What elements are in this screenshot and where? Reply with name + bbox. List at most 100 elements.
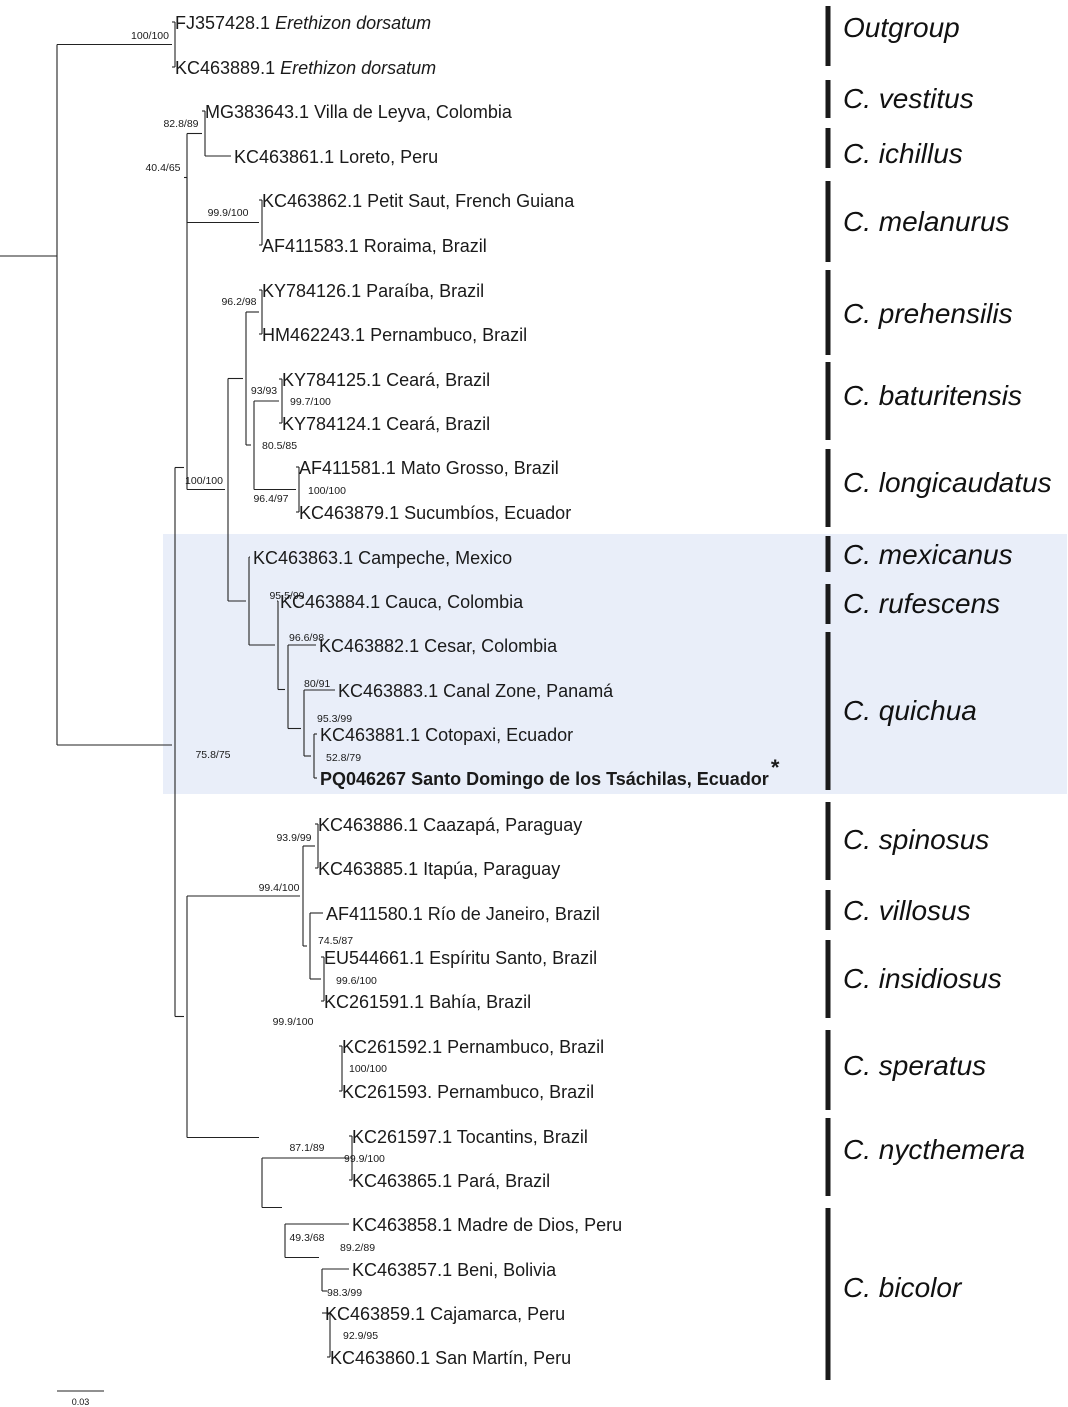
support-value-baturitensis: 99.7/100 [290, 396, 331, 408]
clade-name: C. bicolor [843, 1272, 963, 1303]
tip-locality: Beni, Bolivia [457, 1260, 557, 1280]
tip-locality: Cotopaxi, Ecuador [425, 725, 573, 745]
support-value-spinosus: 93.9/99 [276, 832, 311, 844]
tip-locality: Cajamarca, Peru [430, 1304, 565, 1324]
tip-locality: Pará, Brazil [457, 1171, 550, 1191]
tip-locality: Ceará, Brazil [386, 414, 490, 434]
support-value-melanurus: 99.9/100 [208, 207, 249, 219]
clade-name: C. longicaudatus [843, 467, 1052, 498]
tip-label: KC463886.1 Caazapá, Paraguay [318, 815, 582, 835]
tip-locality: Sucumbíos, Ecuador [404, 503, 571, 523]
tip-locality: Pernambuco, Brazil [447, 1037, 604, 1057]
tip-label: KC463865.1 Pará, Brazil [352, 1171, 550, 1191]
support-value-atlantic: 75.8/75 [195, 749, 230, 761]
scale-bar: 0.03 [57, 1390, 104, 1407]
clade-name: C. rufescens [843, 588, 1000, 619]
support-value-longicaudatus_inner: 100/100 [308, 485, 346, 497]
tip-locality: Cauca, Colombia [385, 592, 524, 612]
tip-label: KC463861.1 Loreto, Peru [234, 147, 438, 167]
tip-accession: EU544661.1 [324, 948, 429, 968]
tip-locality: Canal Zone, Panamá [443, 681, 614, 701]
tip-locality: Roraima, Brazil [364, 236, 487, 256]
clade-bars: Outgroup C. vestitus C. ichillus C. melanur… [825, 6, 1052, 1380]
tip-accession: HM462243.1 [262, 325, 370, 345]
support-value-vestitus_ichillus: 82.8/89 [163, 118, 198, 130]
tip-accession: FJ357428.1 [175, 13, 275, 33]
tip-accession: KC463857.1 [352, 1260, 457, 1280]
tip-label: KC261592.1 Pernambuco, Brazil [342, 1037, 604, 1057]
support-value-bicolor_c: 92.9/95 [343, 1330, 378, 1342]
tip-locality: Tocantins, Brazil [457, 1127, 588, 1147]
tip-accession: KC463858.1 [352, 1215, 457, 1235]
tip-label: KC261597.1 Tocantins, Brazil [352, 1127, 588, 1147]
support-value-villosus_insidiosus: 74.5/87 [318, 935, 353, 947]
tip-locality: Río de Janeiro, Brazil [428, 904, 600, 924]
tip-label: AF411580.1 Río de Janeiro, Brazil [326, 904, 600, 924]
tip-label: KC463884.1 Cauca, Colombia [280, 592, 524, 612]
clade-name: C. ichillus [843, 138, 963, 169]
support-value-bicolor: 49.3/68 [289, 1232, 324, 1244]
support-value-canal_group: 80/91 [304, 678, 330, 690]
tip-accession: KC463865.1 [352, 1171, 457, 1191]
tip-locality: Loreto, Peru [339, 147, 438, 167]
scale-bar-label: 0.03 [72, 1397, 90, 1407]
clade-name: C. baturitensis [843, 380, 1022, 411]
tip-label: KY784126.1 Paraíba, Brazil [262, 281, 484, 301]
support-value-baturitensis_long: 93/93 [251, 385, 277, 397]
tip-accession: KC463859.1 [325, 1304, 430, 1324]
new-sequence-asterisk: * [771, 755, 780, 780]
tip-labels: FJ357428.1 Erethizon dorsatumKC463889.1 … [175, 13, 780, 1368]
tip-label: HM462243.1 Pernambuco, Brazil [262, 325, 527, 345]
tip-accession: PQ046267 [320, 769, 411, 789]
support-value-quichua: 96.6/98 [289, 632, 324, 644]
tip-locality: Ceará, Brazil [386, 370, 490, 390]
tip-accession: KY784124.1 [282, 414, 386, 434]
tip-accession: KC463884.1 [280, 592, 385, 612]
tip-accession: KC261591.1 [324, 992, 429, 1012]
support-value-speratus: 100/100 [349, 1063, 387, 1075]
support-value-bat_long_inner: 80.5/85 [262, 440, 297, 452]
clade-name: Outgroup [843, 12, 960, 43]
support-value-bicolor_a: 89.2/89 [340, 1242, 375, 1254]
clade-name: C. insidiosus [843, 963, 1002, 994]
support-value-insidiosus: 99.6/100 [336, 975, 377, 987]
tip-label: KC261593. Pernambuco, Brazil [342, 1082, 594, 1102]
tip-accession: KC463879.1 [299, 503, 404, 523]
tip-label: AF411583.1 Roraima, Brazil [262, 236, 487, 256]
tip-locality: Santo Domingo de los Tsáchilas, Ecuador [411, 769, 769, 789]
support-value-main_clade: 100/100 [185, 475, 223, 487]
tip-label: KC463889.1 Erethizon dorsatum [175, 58, 436, 78]
quichua-highlight-region [163, 534, 1067, 794]
tip-locality: Caazapá, Paraguay [423, 815, 582, 835]
tip-accession: KC463889.1 [175, 58, 280, 78]
clade-name: C. prehensilis [843, 298, 1013, 329]
tip-locality: Campeche, Mexico [358, 548, 512, 568]
clade-name: C. vestitus [843, 83, 974, 114]
tip-locality: Madre de Dios, Peru [457, 1215, 622, 1235]
tip-locality: Mato Grosso, Brazil [401, 458, 559, 478]
support-value-nyc_bic: 87.1/89 [289, 1142, 324, 1154]
tip-label: EU544661.1 Espíritu Santo, Brazil [324, 948, 597, 968]
tip-accession: MG383643.1 [205, 102, 314, 122]
tip-label: KC463860.1 San Martín, Peru [330, 1348, 571, 1368]
clade-name: C. melanurus [843, 206, 1010, 237]
tip-accession: KC463882.1 [319, 636, 424, 656]
clade-name: C. mexicanus [843, 539, 1013, 570]
tip-label: PQ046267 Santo Domingo de los Tsáchilas,… [320, 755, 780, 789]
clade-name: C. spinosus [843, 824, 989, 855]
support-value-pq_pair: 52.8/79 [326, 752, 361, 764]
tip-locality: Itapúa, Paraguay [423, 859, 560, 879]
support-value-rufescens_quichua: 95.5/99 [269, 590, 304, 602]
tip-locality: Cesar, Colombia [424, 636, 558, 656]
support-value-outgroup: 100/100 [131, 30, 169, 42]
tip-accession: AF411581.1 [299, 458, 401, 478]
tip-accession: KC261597.1 [352, 1127, 457, 1147]
tip-label: KC261591.1 Bahía, Brazil [324, 992, 531, 1012]
tip-label: KC463857.1 Beni, Bolivia [352, 1260, 557, 1280]
tip-accession: AF411583.1 [262, 236, 364, 256]
tip-locality: Bahía, Brazil [429, 992, 531, 1012]
tip-label: AF411581.1 Mato Grosso, Brazil [299, 458, 559, 478]
tip-locality: Erethizon dorsatum [280, 58, 436, 78]
tip-label: KC463863.1 Campeche, Mexico [253, 548, 512, 568]
tip-locality: Pernambuco, Brazil [370, 325, 527, 345]
